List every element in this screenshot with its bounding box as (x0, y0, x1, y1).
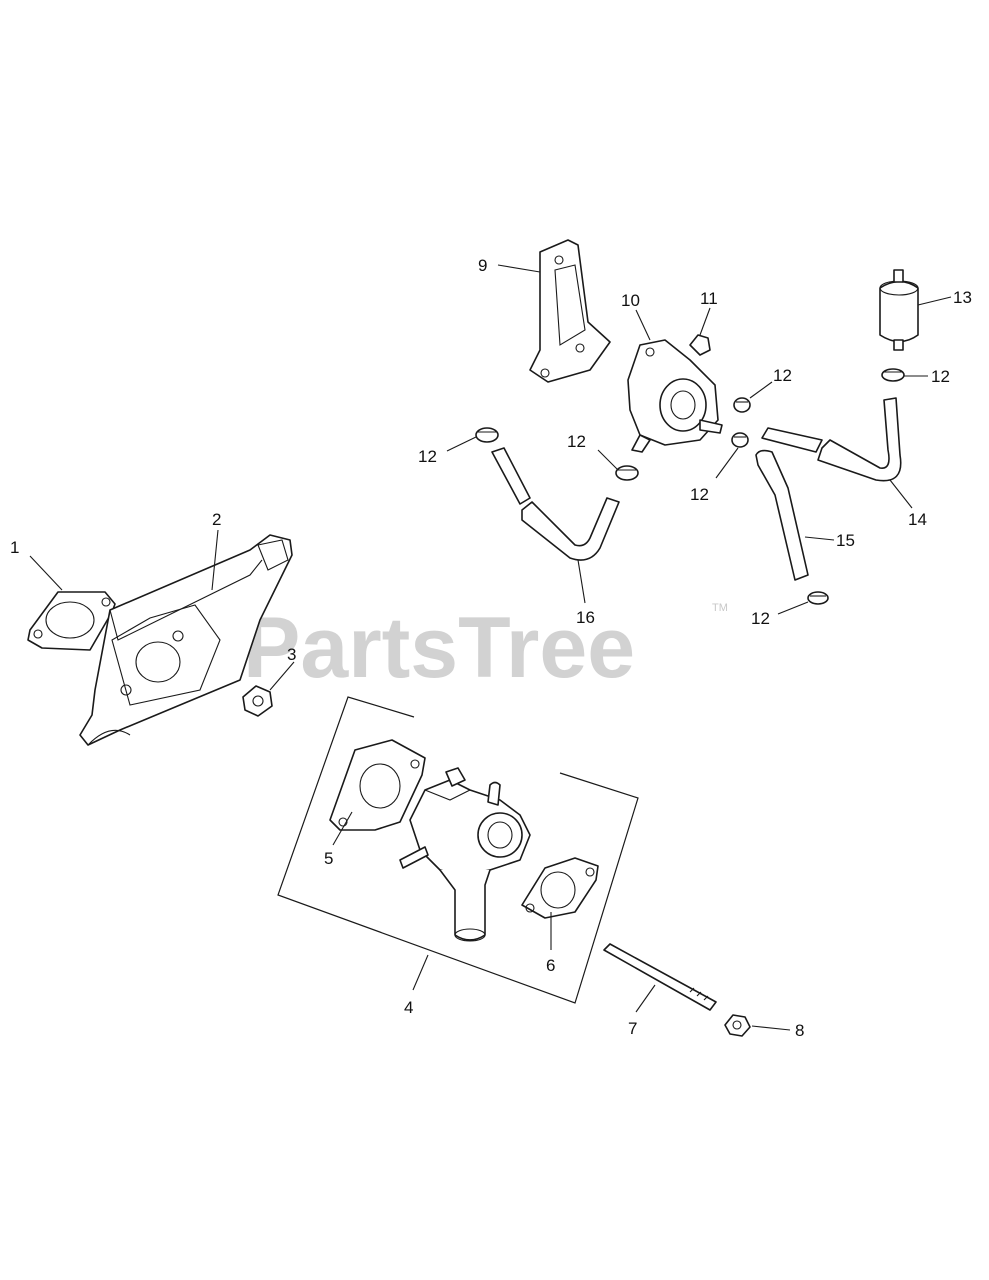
part-8-nut[interactable] (724, 1014, 751, 1037)
callout-16[interactable]: 16 (576, 608, 595, 627)
part-13-fuel-filter[interactable] (879, 269, 919, 351)
part-7-stud[interactable] (603, 943, 717, 1011)
callout-12d[interactable]: 12 (690, 485, 709, 504)
callout-15[interactable]: 15 (836, 531, 855, 550)
leader-15 (804, 536, 835, 541)
callout-9[interactable]: 9 (478, 256, 487, 275)
part-16-hose[interactable] (491, 447, 620, 561)
part-4-assembly-frame (277, 696, 639, 1004)
callout-5[interactable]: 5 (324, 849, 333, 868)
callout-2[interactable]: 2 (212, 510, 221, 529)
callout-1[interactable]: 1 (10, 538, 19, 557)
callout-12b[interactable]: 12 (567, 432, 586, 451)
leader-16 (577, 559, 586, 604)
leader-7 (635, 984, 656, 1013)
callout-8[interactable]: 8 (795, 1021, 804, 1040)
leader-13 (917, 296, 952, 306)
leader-14 (889, 479, 913, 509)
part-11-screw[interactable] (689, 334, 711, 356)
leader-12c (749, 381, 773, 399)
watermark-text: PartsTree (243, 600, 635, 696)
callout-12f[interactable]: 12 (751, 609, 770, 628)
part-5-gasket[interactable] (329, 739, 426, 831)
part-12-clamp-e[interactable] (881, 368, 905, 382)
part-2-intake-elbow[interactable] (79, 534, 293, 746)
part-1-gasket[interactable] (27, 591, 116, 651)
callout-10[interactable]: 10 (621, 291, 640, 310)
part-12-clamp-b[interactable] (615, 465, 639, 481)
callout-6[interactable]: 6 (546, 956, 555, 975)
part-10-fuel-pump[interactable] (627, 339, 723, 453)
callout-12e[interactable]: 12 (931, 367, 950, 386)
part-3-bolt[interactable] (242, 685, 273, 717)
callout-14[interactable]: 14 (908, 510, 927, 529)
leader-3 (269, 661, 295, 691)
callout-11[interactable]: 11 (700, 289, 718, 308)
leader-1 (29, 555, 63, 591)
leader-12f (777, 601, 809, 615)
callout-12c[interactable]: 12 (773, 366, 792, 385)
part-12-clamp-c[interactable] (733, 397, 751, 413)
leader-11 (699, 307, 711, 336)
part-12-clamp-d[interactable] (731, 432, 749, 448)
callout-7[interactable]: 7 (628, 1019, 637, 1038)
part-6-gasket[interactable] (521, 857, 599, 919)
leader-9 (497, 264, 541, 273)
leader-4 (412, 954, 429, 991)
leader-8 (751, 1025, 791, 1031)
callout-3[interactable]: 3 (287, 645, 296, 664)
part-12-clamp-f[interactable] (807, 591, 829, 605)
callout-13[interactable]: 13 (953, 288, 972, 307)
part-14-hose[interactable] (761, 397, 902, 482)
leader-5 (332, 811, 353, 846)
watermark-trademark: TM (712, 602, 728, 614)
part-12-clamp-a[interactable] (475, 427, 499, 443)
leader-2 (211, 529, 219, 591)
carburetor-body[interactable] (399, 767, 531, 942)
part-15-hose[interactable] (755, 449, 809, 581)
callout-12a[interactable]: 12 (418, 447, 437, 466)
leader-12a (446, 436, 477, 452)
leader-12b (597, 449, 619, 471)
callout-4[interactable]: 4 (404, 998, 413, 1017)
part-9-bracket[interactable] (529, 239, 611, 383)
leader-12d (715, 447, 739, 479)
leader-10 (635, 309, 651, 341)
